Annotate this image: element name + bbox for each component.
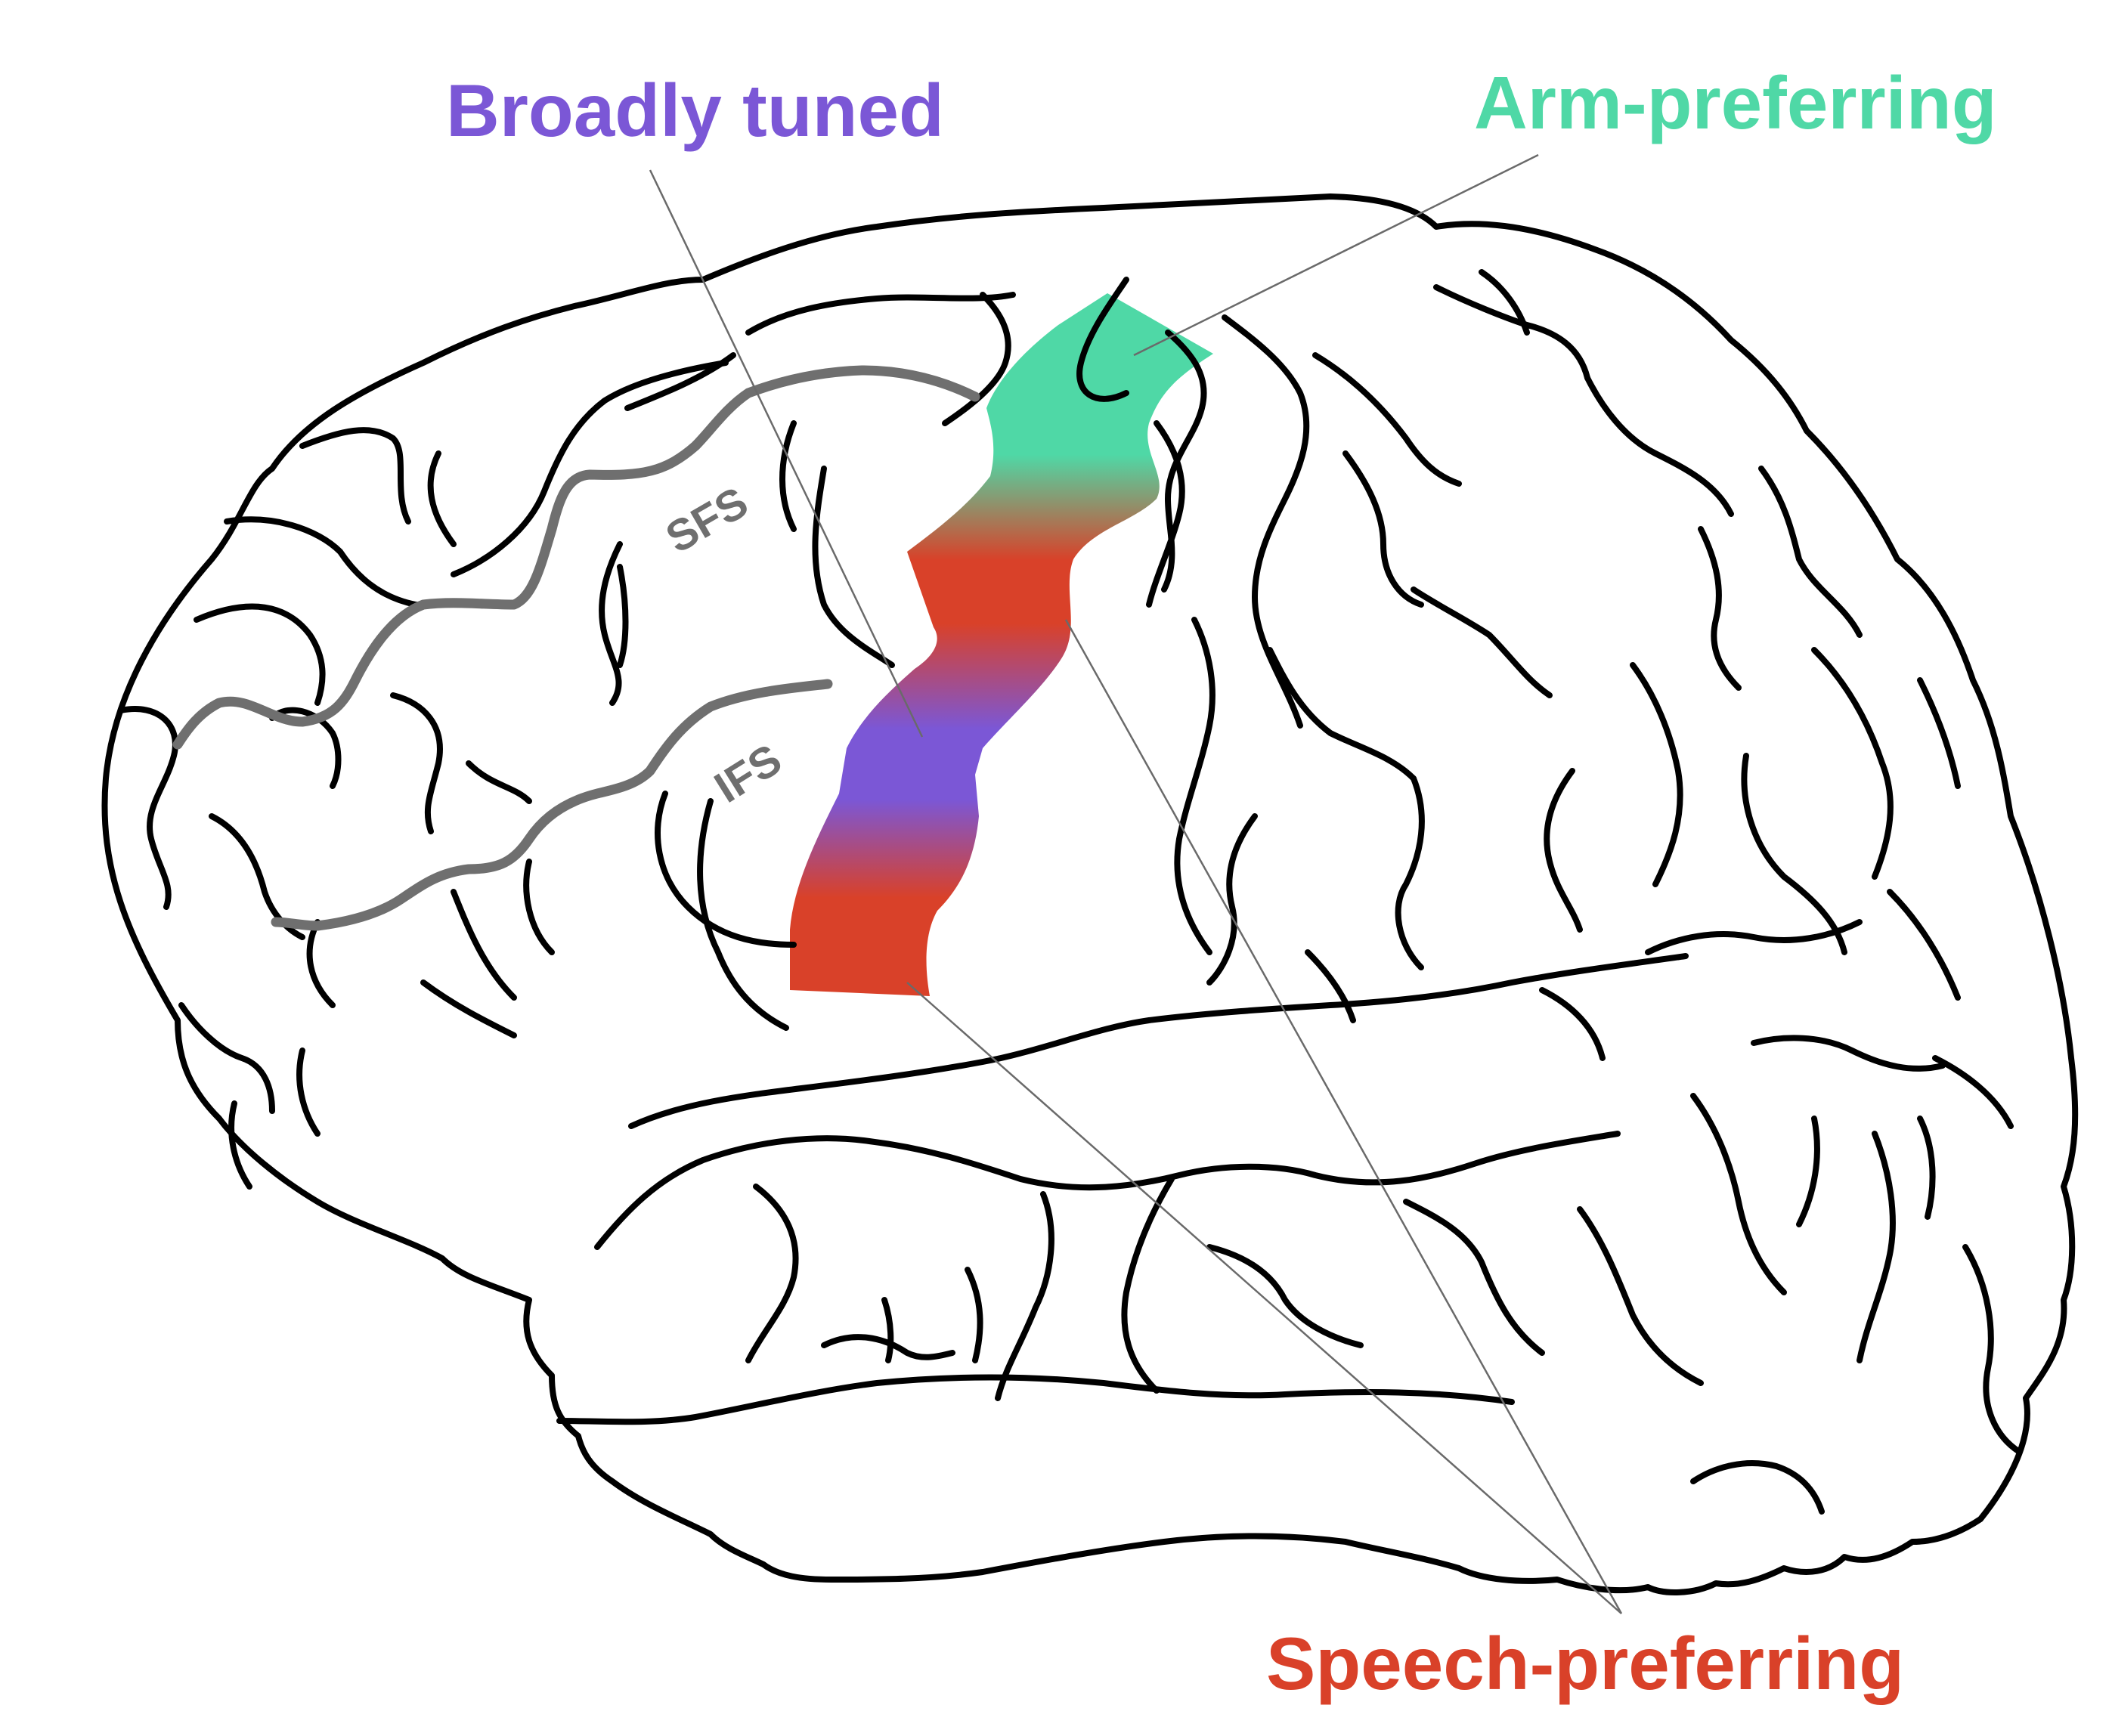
parietal-line-8	[1395, 775, 1425, 970]
frontal-gyrus-line-7	[617, 564, 629, 668]
temporal-line-8	[1577, 1206, 1704, 1386]
temporal-line-4	[995, 1191, 1054, 1401]
sfs-label: SFS	[658, 478, 756, 563]
frontal-gyrus-line-25	[228, 1100, 252, 1190]
postcentral-sulcus-branch	[1174, 617, 1215, 955]
parietal-line-13	[1811, 647, 1894, 880]
parietal-line-20	[1206, 813, 1258, 986]
temporal-line-14	[1962, 1244, 2021, 1454]
frontal-gyrus-line-6	[745, 292, 1016, 336]
frontal-gyrus-line-8	[599, 541, 623, 706]
arm-preferring-leader	[1133, 153, 1539, 357]
broadly-tuned-leader	[649, 169, 924, 738]
parietal-line-19	[1751, 1035, 1946, 1072]
parietal-line-14	[1917, 677, 1961, 789]
frontal-gyrus-line-14	[269, 707, 342, 789]
frontal-gyrus-line-21	[420, 979, 517, 1038]
temporal-line-1	[745, 1184, 799, 1363]
arm-preferring-label: Arm-preferring	[1474, 61, 1997, 144]
frontal-gyrus-line-23	[178, 1002, 275, 1114]
temporal-line-5	[1121, 1176, 1175, 1394]
temporal-line-3	[881, 1297, 894, 1363]
frontal-gyrus-line-4	[451, 360, 729, 577]
temporal-line-9	[1690, 1093, 1787, 1295]
parietal-line-17	[1887, 889, 1961, 1001]
parietal-line-6	[1411, 586, 1553, 698]
temporal-line-12	[1917, 1116, 1936, 1220]
frontal-gyrus-line-3	[427, 450, 457, 547]
frontal-gyrus-line-10	[779, 420, 797, 532]
frontal-gyrus-line-18	[523, 859, 555, 955]
frontal-gyrus-line-2	[299, 427, 411, 525]
speech-preferring-leader-1	[1064, 619, 1623, 1614]
parietal-line-5	[1584, 375, 1734, 517]
parietal-line-12	[1758, 466, 1863, 638]
speech-preferring-leader-2	[906, 982, 1622, 1614]
parietal-line-21	[1305, 949, 1356, 1023]
temporal-line-7	[1403, 1199, 1545, 1356]
frontal-gyrus-line-19	[655, 791, 797, 948]
parietal-line-18	[1932, 1055, 2014, 1129]
parietal-line-7	[1267, 647, 1417, 781]
inferior-frontal-sulcus	[271, 679, 833, 931]
temporal-line-13	[965, 1267, 983, 1363]
frontal-gyrus-line-5	[624, 352, 736, 411]
temporal-upper-contour	[594, 1131, 1621, 1250]
frontal-gyrus-line-22	[451, 889, 517, 1001]
temporal-line-2	[821, 1334, 955, 1360]
precentral-sulcus	[942, 292, 1011, 426]
parietal-line-22	[1539, 987, 1606, 1061]
frontal-gyrus-line-24	[296, 1047, 321, 1137]
parietal-line-10	[1630, 662, 1683, 887]
temporal-line-15	[1690, 1460, 1825, 1515]
parietal-line-9	[1544, 768, 1583, 933]
frontal-gyrus-line-16	[306, 919, 336, 1008]
frontal-gyrus-line-20	[697, 798, 789, 1031]
ifs-label: IFS	[706, 735, 790, 812]
temporal-line-6	[1206, 1244, 1364, 1348]
parietal-line-15	[1741, 753, 1847, 955]
superior-frontal-sulcus	[172, 365, 980, 750]
temporal-lower-contour	[556, 1374, 1515, 1425]
sylvian-fissure	[628, 953, 1689, 1129]
central-sulcus	[1076, 277, 1185, 608]
frontal-gyrus-line-1	[224, 516, 479, 608]
parietal-line-4	[1479, 269, 1530, 336]
speech-preferring-label: Speech-preferring	[1266, 1622, 1904, 1705]
parietal-line-1	[1342, 450, 1424, 608]
parietal-line-11	[1698, 526, 1742, 691]
postcentral-gyrus-front	[1161, 330, 1207, 593]
postcentral-sulcus	[1222, 314, 1310, 729]
temporal-line-10	[1796, 1116, 1820, 1227]
frontal-gyrus-line-17	[466, 760, 532, 804]
frontal-gyrus-line-9	[812, 466, 895, 668]
frontal-gyrus-line-11	[194, 603, 326, 706]
broadly-tuned-label: Broadly tuned	[446, 69, 944, 152]
motor-cortex-strip	[790, 293, 1213, 996]
frontal-gyrus-line-12	[118, 706, 178, 910]
frontal-gyrus-line-15	[390, 692, 443, 834]
parietal-line-2	[1312, 352, 1462, 487]
parietal-line-16	[1645, 919, 1863, 955]
temporal-line-11	[1857, 1131, 1896, 1363]
